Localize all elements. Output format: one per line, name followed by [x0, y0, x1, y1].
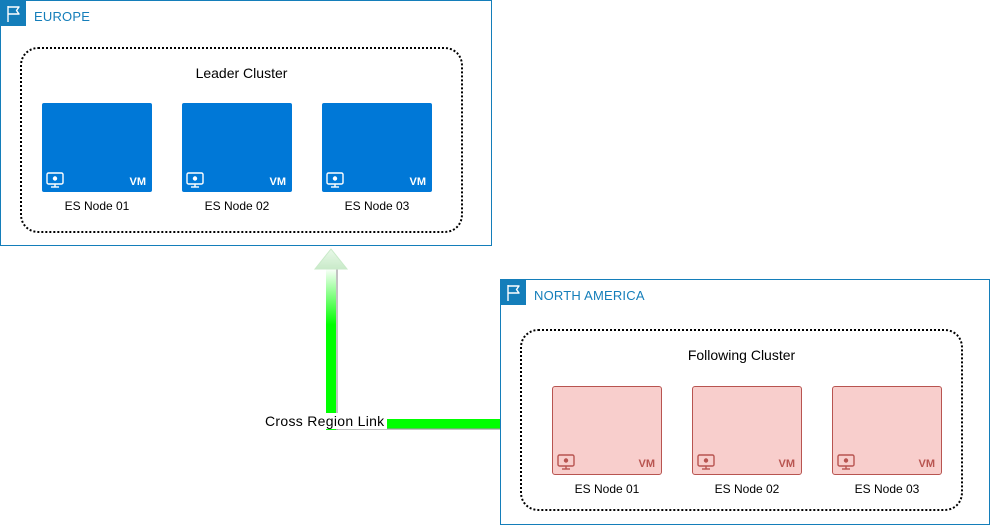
monitor-icon: [326, 172, 344, 188]
monitor-icon: [186, 172, 204, 188]
link-vertical-segment: [326, 268, 336, 430]
node-label: ES Node 03: [854, 482, 920, 496]
link-arrowhead: [313, 248, 349, 270]
vm-node-03[interactable]: VM: [832, 386, 942, 475]
monitor-icon: [697, 454, 715, 470]
node-label: ES Node 01: [574, 482, 640, 496]
node-label: ES Node 01: [64, 199, 130, 213]
node-label: ES Node 02: [204, 199, 270, 213]
vm-node-03[interactable]: VM: [322, 103, 432, 192]
vm-tag: VM: [269, 176, 287, 188]
monitor-icon: [557, 454, 575, 470]
vm-node-02[interactable]: VM: [182, 103, 292, 192]
vm-node-01[interactable]: VM: [552, 386, 662, 475]
vm-node-02[interactable]: VM: [692, 386, 802, 475]
leader-cluster[interactable]: Leader Cluster VM ES Node 01 VM ES Node …: [20, 47, 463, 233]
vm-tag: VM: [409, 176, 427, 188]
following-cluster[interactable]: Following Cluster VM ES Node 01 VM ES No…: [520, 329, 963, 511]
node-label: ES Node 02: [714, 482, 780, 496]
flag-icon: [501, 280, 526, 305]
cluster-title: Following Cluster: [687, 347, 796, 363]
region-label: EUROPE: [34, 9, 91, 24]
cross-region-link-label: Cross Region Link: [263, 413, 387, 429]
region-label: NORTH AMERICA: [534, 288, 645, 303]
cluster-title: Leader Cluster: [195, 65, 288, 81]
region-north-america[interactable]: NORTH AMERICA Following Cluster VM ES No…: [500, 279, 990, 525]
vm-tag: VM: [638, 458, 656, 470]
vm-node-01[interactable]: VM: [42, 103, 152, 192]
monitor-icon: [837, 454, 855, 470]
vm-tag: VM: [778, 458, 796, 470]
link-horizontal-segment: [326, 419, 501, 429]
flag-icon: [1, 1, 26, 26]
node-label: ES Node 03: [344, 199, 410, 213]
region-europe[interactable]: EUROPE Leader Cluster VM ES Node 01 VM E…: [0, 0, 492, 246]
monitor-icon: [46, 172, 64, 188]
vm-tag: VM: [918, 458, 936, 470]
vm-tag: VM: [129, 176, 147, 188]
